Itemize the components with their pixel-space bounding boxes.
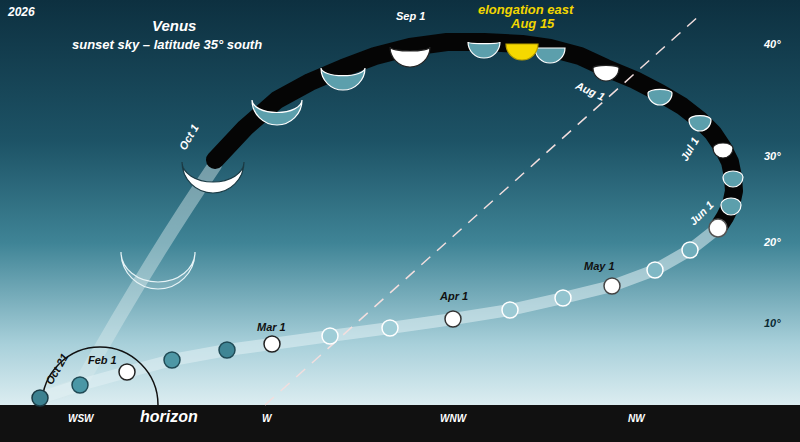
event-label: elongation east (478, 3, 573, 17)
venus-disk (264, 336, 280, 352)
venus-path-early (40, 228, 718, 398)
venus-phase (535, 48, 565, 63)
venus-phase (252, 100, 302, 125)
venus-phase (689, 116, 711, 131)
subtitle: sunset sky – latitude 35° south (72, 38, 262, 52)
venus-phase (713, 143, 733, 158)
venus-disk (164, 352, 180, 368)
venus-phase (721, 198, 741, 215)
venus-disk (72, 377, 88, 393)
date-label: Aug 15 (511, 17, 554, 31)
altitude-label: 20° (764, 236, 781, 248)
year-label: 2026 (8, 6, 35, 19)
venus-disk (32, 390, 48, 406)
venus-phase (593, 65, 619, 81)
altitude-label: 10° (764, 317, 781, 329)
venus-disk (219, 342, 235, 358)
horizon-bar (0, 405, 800, 442)
direction-label: WSW (68, 413, 94, 424)
direction-label: W (262, 413, 271, 424)
venus-phase (321, 68, 365, 90)
venus-disk (382, 320, 398, 336)
venus-disk (647, 262, 663, 278)
venus-phases-upper (121, 42, 743, 289)
date-label: Mar 1 (257, 321, 286, 333)
direction-label: NW (628, 413, 645, 424)
venus-disk (604, 278, 620, 294)
venus-phase (723, 171, 743, 187)
venus-phase-elongation (506, 44, 538, 60)
venus-phase (648, 89, 672, 105)
altitude-label: 30° (764, 150, 781, 162)
venus-disk (445, 311, 461, 327)
date-label: Apr 1 (440, 290, 468, 302)
venus-phase (390, 47, 430, 67)
venus-disk (555, 290, 571, 306)
bracket-arc (42, 347, 158, 405)
venus-phase (468, 42, 500, 58)
date-label: May 1 (584, 260, 615, 272)
venus-phase (182, 162, 244, 193)
sky-background (0, 0, 800, 405)
venus-disks-lower (32, 219, 727, 406)
horizon-label: horizon (140, 408, 198, 426)
altitude-label: 40° (764, 38, 781, 50)
venus-path-arc (215, 42, 734, 228)
direction-label: WNW (440, 413, 466, 424)
venus-disk (709, 219, 727, 237)
venus-phase (121, 252, 195, 289)
date-label: Feb 1 (88, 354, 117, 366)
venus-disk (119, 364, 135, 380)
chart-title: Venus (152, 18, 196, 35)
venus-disk (682, 242, 698, 258)
date-label: Sep 1 (396, 10, 425, 22)
dashed-guide (265, 15, 700, 405)
venus-disk (322, 328, 338, 344)
venus-disk (502, 302, 518, 318)
